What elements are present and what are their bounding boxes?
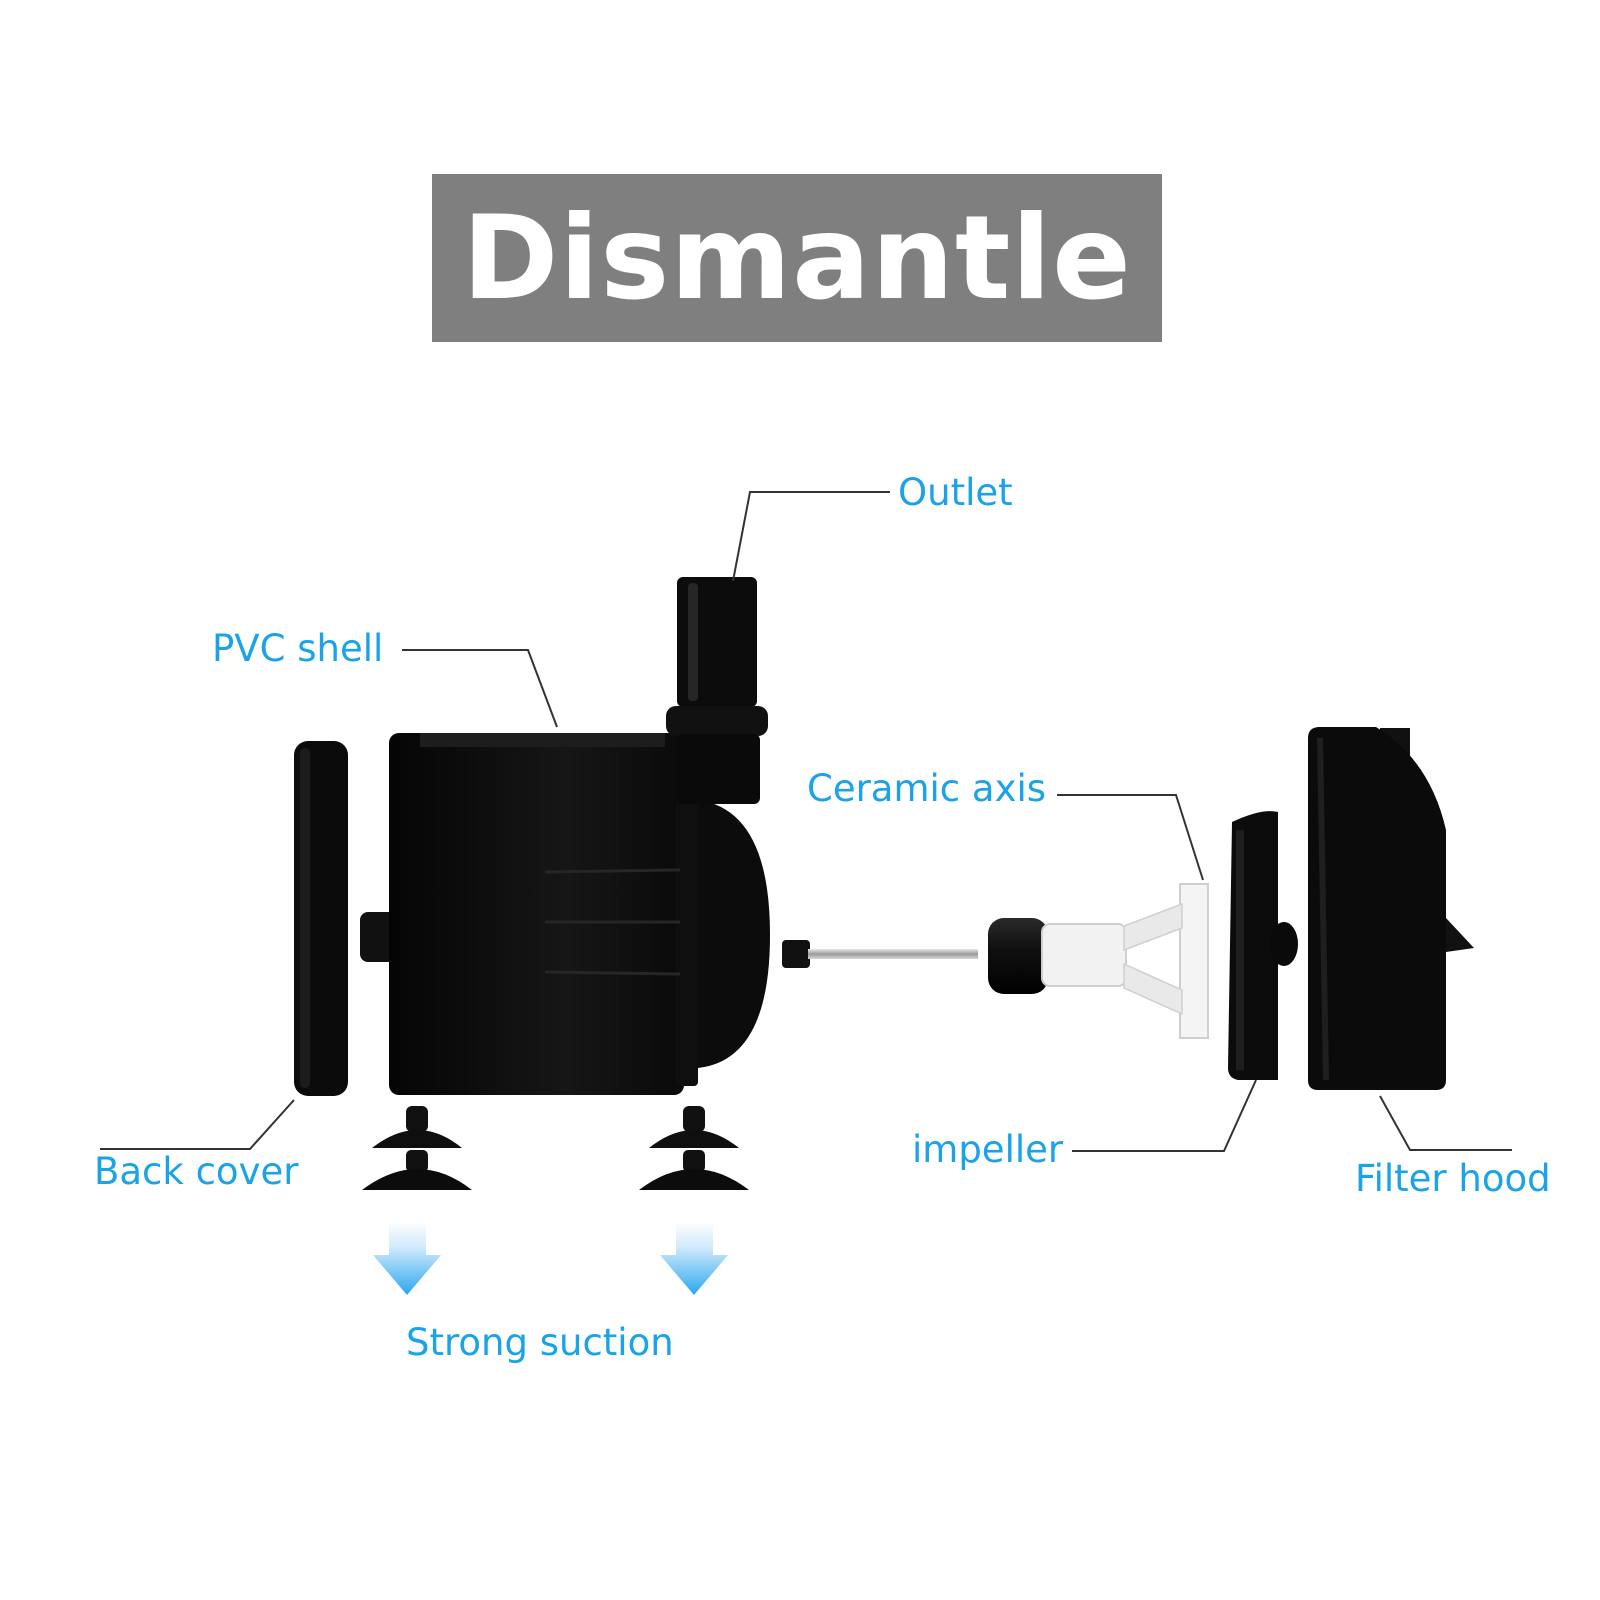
down-arrow-icon — [660, 1222, 728, 1295]
label-pvc-shell: PVC shell — [212, 627, 384, 670]
suction-cup-left — [362, 1106, 472, 1190]
down-arrow-icon — [373, 1222, 441, 1295]
back-cover-part — [294, 741, 348, 1096]
impeller-plate-part — [1228, 811, 1298, 1080]
page-title: Dismantle — [462, 190, 1132, 326]
label-ceramic-axis: Ceramic axis — [807, 767, 1047, 810]
impeller-rotor-part — [988, 883, 1209, 1039]
leader-lines — [100, 491, 1512, 1152]
outlet-part — [666, 577, 768, 804]
label-back-cover: Back cover — [94, 1150, 299, 1193]
leader-line-impeller — [1072, 1079, 1257, 1152]
pvc-shell-part — [360, 733, 770, 1095]
leader-line-back-cover — [100, 1099, 295, 1150]
filter-hood-part — [1308, 727, 1474, 1090]
suction-cup-right — [639, 1106, 749, 1190]
label-filter-hood: Filter hood — [1355, 1157, 1551, 1200]
label-impeller: impeller — [912, 1128, 1064, 1171]
leader-line-ceramic-axis — [1057, 794, 1204, 881]
label-strong-suction: Strong suction — [406, 1321, 674, 1364]
leader-line-filter-hood — [1379, 1095, 1512, 1151]
label-outlet: Outlet — [898, 471, 1013, 514]
leader-line-pvc-shell — [402, 649, 558, 728]
ceramic-axis-part — [782, 940, 978, 968]
leader-line-outlet — [732, 491, 890, 582]
title-banner: Dismantle — [432, 174, 1162, 342]
